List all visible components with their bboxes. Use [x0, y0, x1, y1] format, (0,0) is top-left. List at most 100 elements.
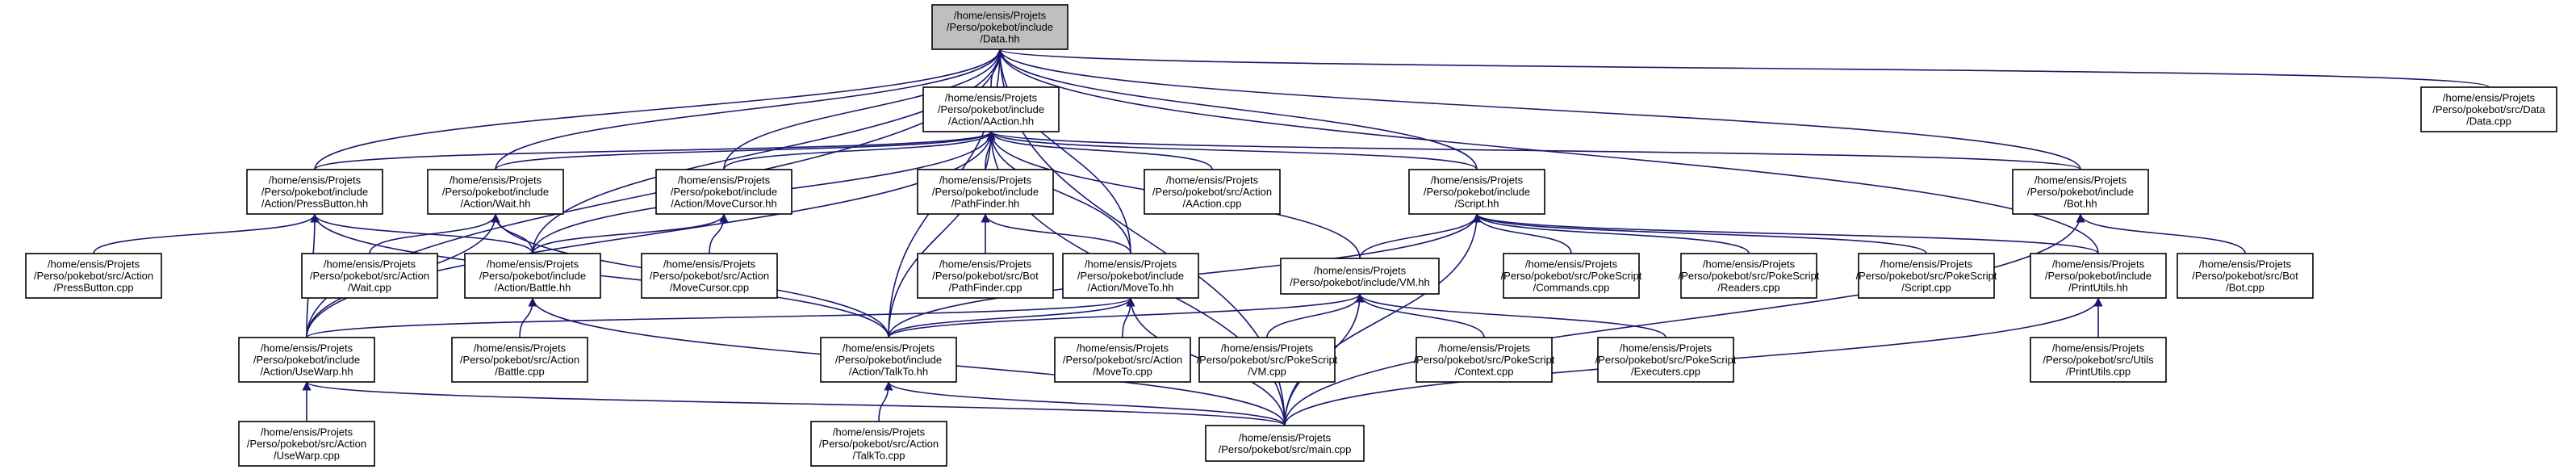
node-vm-cpp[interactable]: /home/ensis/Projets/Perso/pokebot/src/Po…	[1197, 337, 1338, 383]
node-battle-hh[interactable]: /home/ensis/Projets/Perso/pokebot/includ…	[464, 253, 601, 299]
node-box	[931, 4, 1068, 50]
node-label-line: /Perso/pokebot/src/PokeScript	[1197, 354, 1338, 366]
node-label-line: /home/ensis/Projets	[269, 174, 362, 187]
node-box	[1680, 253, 1817, 299]
node-label-line: /Script.hh	[1455, 198, 1499, 210]
node-label-line: /UseWarp.cpp	[274, 450, 340, 462]
edge-bot-hh-to-aaction-hh	[986, 131, 2081, 170]
node-movecursor-cpp[interactable]: /home/ensis/Projets/Perso/pokebot/src/Ac…	[641, 253, 778, 299]
node-label-line: /Perso/pokebot/src/PokeScript	[1501, 270, 1642, 282]
node-label-line: /home/ensis/Projets	[1620, 342, 1712, 354]
node-printutils-cpp[interactable]: /home/ensis/Projets/Perso/pokebot/src/Ut…	[2030, 337, 2167, 383]
node-pressbutton-hh[interactable]: /home/ensis/Projets/Perso/pokebot/includ…	[246, 169, 383, 215]
node-data-cpp[interactable]: /home/ensis/Projets/Perso/pokebot/src/Da…	[2420, 86, 2557, 132]
node-script-cpp[interactable]: /home/ensis/Projets/Perso/pokebot/src/Po…	[1856, 253, 1997, 299]
node-label-line: /home/ensis/Projets	[1221, 342, 1314, 354]
node-talkto-hh[interactable]: /home/ensis/Projets/Perso/pokebot/includ…	[820, 337, 957, 383]
node-box	[2030, 253, 2167, 299]
node-aaction-hh[interactable]: /home/ensis/Projets/Perso/pokebot/includ…	[922, 86, 1060, 132]
node-label-line: /PathFinder.cpp	[948, 282, 1022, 294]
node-box	[1144, 169, 1281, 215]
node-label-line: /Data.hh	[980, 33, 1019, 45]
node-aaction-cpp[interactable]: /home/ensis/Projets/Perso/pokebot/src/Ac…	[1144, 169, 1281, 215]
node-pathfinder-hh[interactable]: /home/ensis/Projets/Perso/pokebot/includ…	[917, 169, 1054, 215]
node-label-line: /home/ensis/Projets	[324, 258, 416, 271]
node-moveto-cpp[interactable]: /home/ensis/Projets/Perso/pokebot/src/Ac…	[1054, 337, 1191, 383]
node-label-line: /home/ensis/Projets	[2443, 92, 2536, 104]
node-context-cpp[interactable]: /home/ensis/Projets/Perso/pokebot/src/Po…	[1414, 337, 1555, 383]
node-main-cpp[interactable]: /home/ensis/Projets/Perso/pokebot/src/ma…	[1205, 425, 1365, 462]
node-executers-cpp[interactable]: /home/ensis/Projets/Perso/pokebot/src/Po…	[1595, 337, 1737, 383]
node-data-hh[interactable]: /home/ensis/Projets/Perso/pokebot/includ…	[931, 4, 1068, 50]
node-label-line: /Perso/pokebot/src/Action	[310, 270, 429, 282]
node-box	[1416, 337, 1553, 383]
node-label-line: /home/ensis/Projets	[1314, 264, 1407, 276]
node-label-line: /TalkTo.cpp	[852, 450, 905, 462]
node-label-line: /home/ensis/Projets	[450, 174, 542, 187]
node-label-line: /home/ensis/Projets	[1085, 258, 1177, 271]
node-readers-cpp[interactable]: /home/ensis/Projets/Perso/pokebot/src/Po…	[1679, 253, 1820, 299]
node-label-line: /MoveCursor.cpp	[670, 282, 749, 294]
node-usewarp-hh[interactable]: /home/ensis/Projets/Perso/pokebot/includ…	[238, 337, 375, 383]
node-pathfinder-cpp[interactable]: /home/ensis/Projets/Perso/pokebot/src/Bo…	[917, 253, 1054, 299]
node-label-line: /PathFinder.hh	[951, 198, 1020, 210]
node-label-line: /Perso/pokebot/include	[835, 354, 942, 366]
node-label-line: /Perso/pokebot/include	[2045, 270, 2152, 282]
node-label-line: /home/ensis/Projets	[954, 10, 1047, 22]
node-pressbutton-cpp[interactable]: /home/ensis/Projets/Perso/pokebot/src/Ac…	[25, 253, 162, 299]
node-label-line: /home/ensis/Projets	[1703, 258, 1796, 271]
node-wait-hh[interactable]: /home/ensis/Projets/Perso/pokebot/includ…	[427, 169, 564, 215]
edge-talkto-hh-to-aaction-hh	[888, 131, 996, 338]
node-label-line: /home/ensis/Projets	[487, 258, 579, 271]
node-vm-hh[interactable]: /home/ensis/Projets/Perso/pokebot/includ…	[1280, 258, 1440, 295]
node-talkto-cpp[interactable]: /home/ensis/Projets/Perso/pokebot/src/Ac…	[810, 421, 947, 467]
node-script-hh[interactable]: /home/ensis/Projets/Perso/pokebot/includ…	[1408, 169, 1545, 215]
node-label-line: /home/ensis/Projets	[1880, 258, 1973, 271]
node-box	[1280, 258, 1440, 295]
node-wait-cpp[interactable]: /home/ensis/Projets/Perso/pokebot/src/Ac…	[301, 253, 438, 299]
node-label-line: /Perso/pokebot/src/Data	[2432, 103, 2545, 115]
node-label-line: /Action/Battle.hh	[495, 282, 571, 294]
edge-talkto-hh-to-pressbutton-hh	[310, 213, 889, 338]
node-label-line: /Action/AAction.hh	[948, 115, 1034, 128]
node-moveto-hh[interactable]: /home/ensis/Projets/Perso/pokebot/includ…	[1062, 253, 1199, 299]
node-box	[820, 337, 957, 383]
node-label-line: /Action/TalkTo.hh	[849, 366, 928, 378]
node-printutils-hh[interactable]: /home/ensis/Projets/Perso/pokebot/includ…	[2030, 253, 2167, 299]
node-box	[1198, 337, 1336, 383]
edge-talkto-hh-to-moveto-hh	[888, 297, 1135, 338]
edge-main-cpp-to-usewarp-hh	[302, 381, 1286, 426]
node-label-line: /PressButton.cpp	[54, 282, 134, 294]
node-commands-cpp[interactable]: /home/ensis/Projets/Perso/pokebot/src/Po…	[1501, 253, 1642, 299]
edge-vm-hh-to-script-hh	[1359, 213, 1482, 259]
node-label-line: /PrintUtils.cpp	[2066, 366, 2131, 378]
edge-script-hh-to-aaction-hh	[986, 131, 1478, 170]
node-label-line: /home/ensis/Projets	[474, 342, 567, 354]
node-movecursor-hh[interactable]: /home/ensis/Projets/Perso/pokebot/includ…	[655, 169, 792, 215]
node-label-line: /Perso/pokebot/src/Utils	[2043, 354, 2154, 366]
edge-talkto-cpp-to-talkto-hh	[878, 381, 893, 422]
node-label-line: /Commands.cpp	[1533, 282, 1610, 294]
node-box	[427, 169, 564, 215]
node-box	[2177, 253, 2314, 299]
edge-battle-cpp-to-battle-hh	[519, 297, 537, 338]
node-label-line: /Perso/pokebot/include	[1077, 270, 1184, 282]
node-label-line: /home/ensis/Projets	[48, 258, 140, 271]
edge-movecursor-cpp-to-movecursor-hh	[709, 213, 729, 254]
node-label-line: /VM.cpp	[1248, 366, 1286, 378]
node-bot-cpp[interactable]: /home/ensis/Projets/Perso/pokebot/src/Bo…	[2177, 253, 2314, 299]
node-label-line: /home/ensis/Projets	[1438, 342, 1531, 354]
edge-printutils-hh-to-script-hh	[1472, 213, 2099, 254]
node-label-line: /Perso/pokebot/src/Action	[1152, 186, 1272, 198]
node-battle-cpp[interactable]: /home/ensis/Projets/Perso/pokebot/src/Ac…	[451, 337, 588, 383]
node-usewarp-cpp[interactable]: /home/ensis/Projets/Perso/pokebot/src/Ac…	[238, 421, 375, 467]
node-label-line: /home/ensis/Projets	[1239, 431, 1332, 443]
node-label-line: /home/ensis/Projets	[678, 174, 771, 187]
node-label-line: /home/ensis/Projets	[2199, 258, 2292, 271]
edge-data-cpp-to-data-hh	[996, 48, 2490, 88]
node-box	[922, 86, 1060, 132]
node-label-line: /home/ensis/Projets	[1431, 174, 1524, 187]
edge-bot-hh-to-data-hh	[995, 48, 2081, 170]
node-label-line: /Action/MoveCursor.hh	[671, 198, 777, 210]
node-bot-hh[interactable]: /home/ensis/Projets/Perso/pokebot/includ…	[2012, 169, 2149, 215]
